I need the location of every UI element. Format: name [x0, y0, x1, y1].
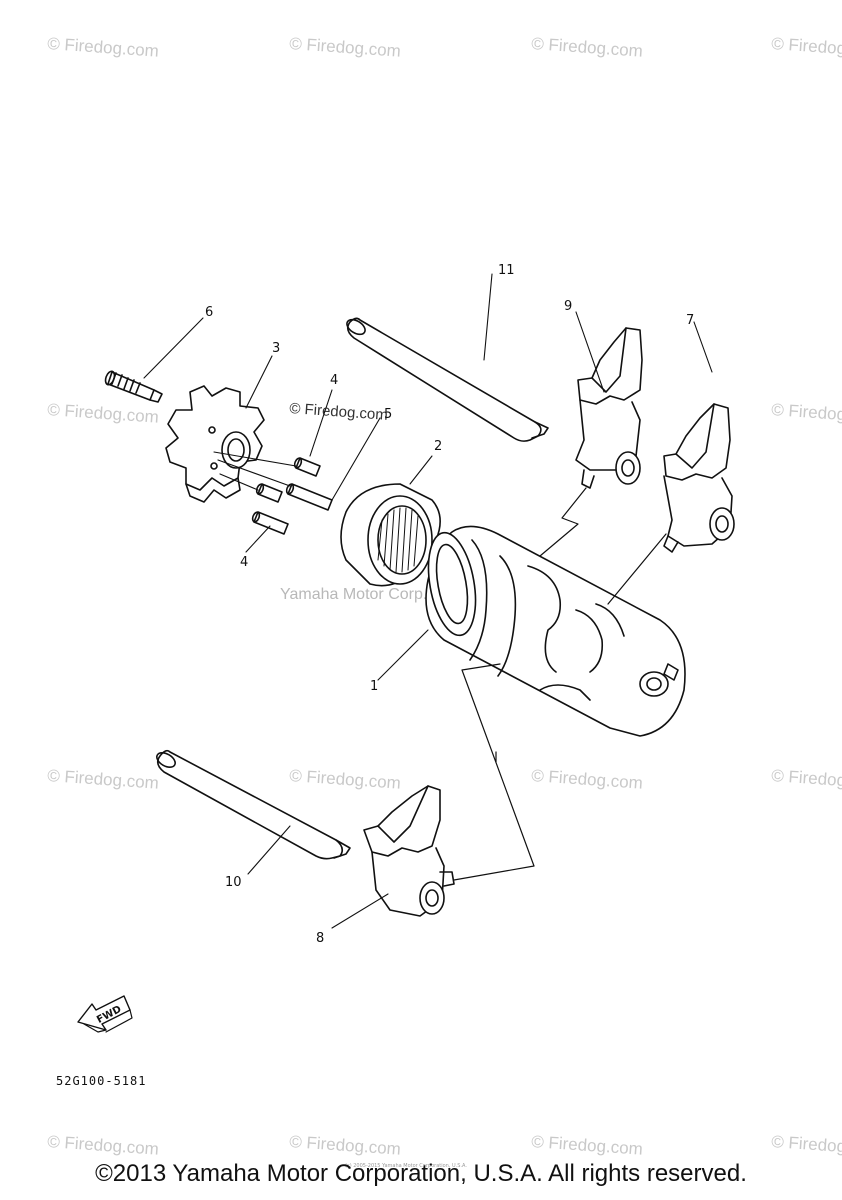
part-4-pin-lower: [251, 511, 289, 535]
part-4-pin-middle: [255, 483, 283, 503]
callout-8: 8: [316, 931, 324, 946]
diagram-part-code: 52G100-5181: [56, 1074, 147, 1088]
callout-6: 6: [205, 305, 213, 320]
fwd-arrow-icon: [77, 995, 133, 1033]
callout-11: 11: [498, 263, 515, 278]
part-9-shift-fork: [575, 327, 643, 489]
callout-4-upper: 4: [330, 373, 338, 388]
part-6-screw: [104, 370, 163, 403]
callout-5: 5: [384, 407, 392, 422]
part-2-bearing: [340, 483, 441, 587]
part-10-shaft-lower: [156, 749, 351, 860]
leader-lines: [143, 273, 713, 929]
callout-9: 9: [564, 299, 572, 314]
part-5-long-pin: [285, 483, 333, 511]
callout-4-lower: 4: [240, 555, 248, 570]
part-8-shift-fork: [363, 785, 455, 917]
callout-7: 7: [686, 313, 694, 328]
part-11-shaft-upper: [346, 317, 549, 442]
part-7-shift-fork: [663, 403, 735, 553]
part-1-shift-drum: [425, 525, 686, 737]
tiny-credit: (c) 2005-2015 Yamaha Motor Corporation, …: [345, 1163, 467, 1169]
part-3-segment-plate: [165, 385, 265, 503]
callout-3: 3: [272, 341, 280, 356]
callout-10: 10: [225, 875, 242, 890]
callout-2: 2: [434, 439, 442, 454]
copyright-footer: ©2013 Yamaha Motor Corporation, U.S.A. A…: [95, 1160, 747, 1187]
callout-1: 1: [370, 679, 378, 694]
part-4-pin-upper: [293, 457, 321, 477]
assembly-lines: [453, 487, 667, 881]
